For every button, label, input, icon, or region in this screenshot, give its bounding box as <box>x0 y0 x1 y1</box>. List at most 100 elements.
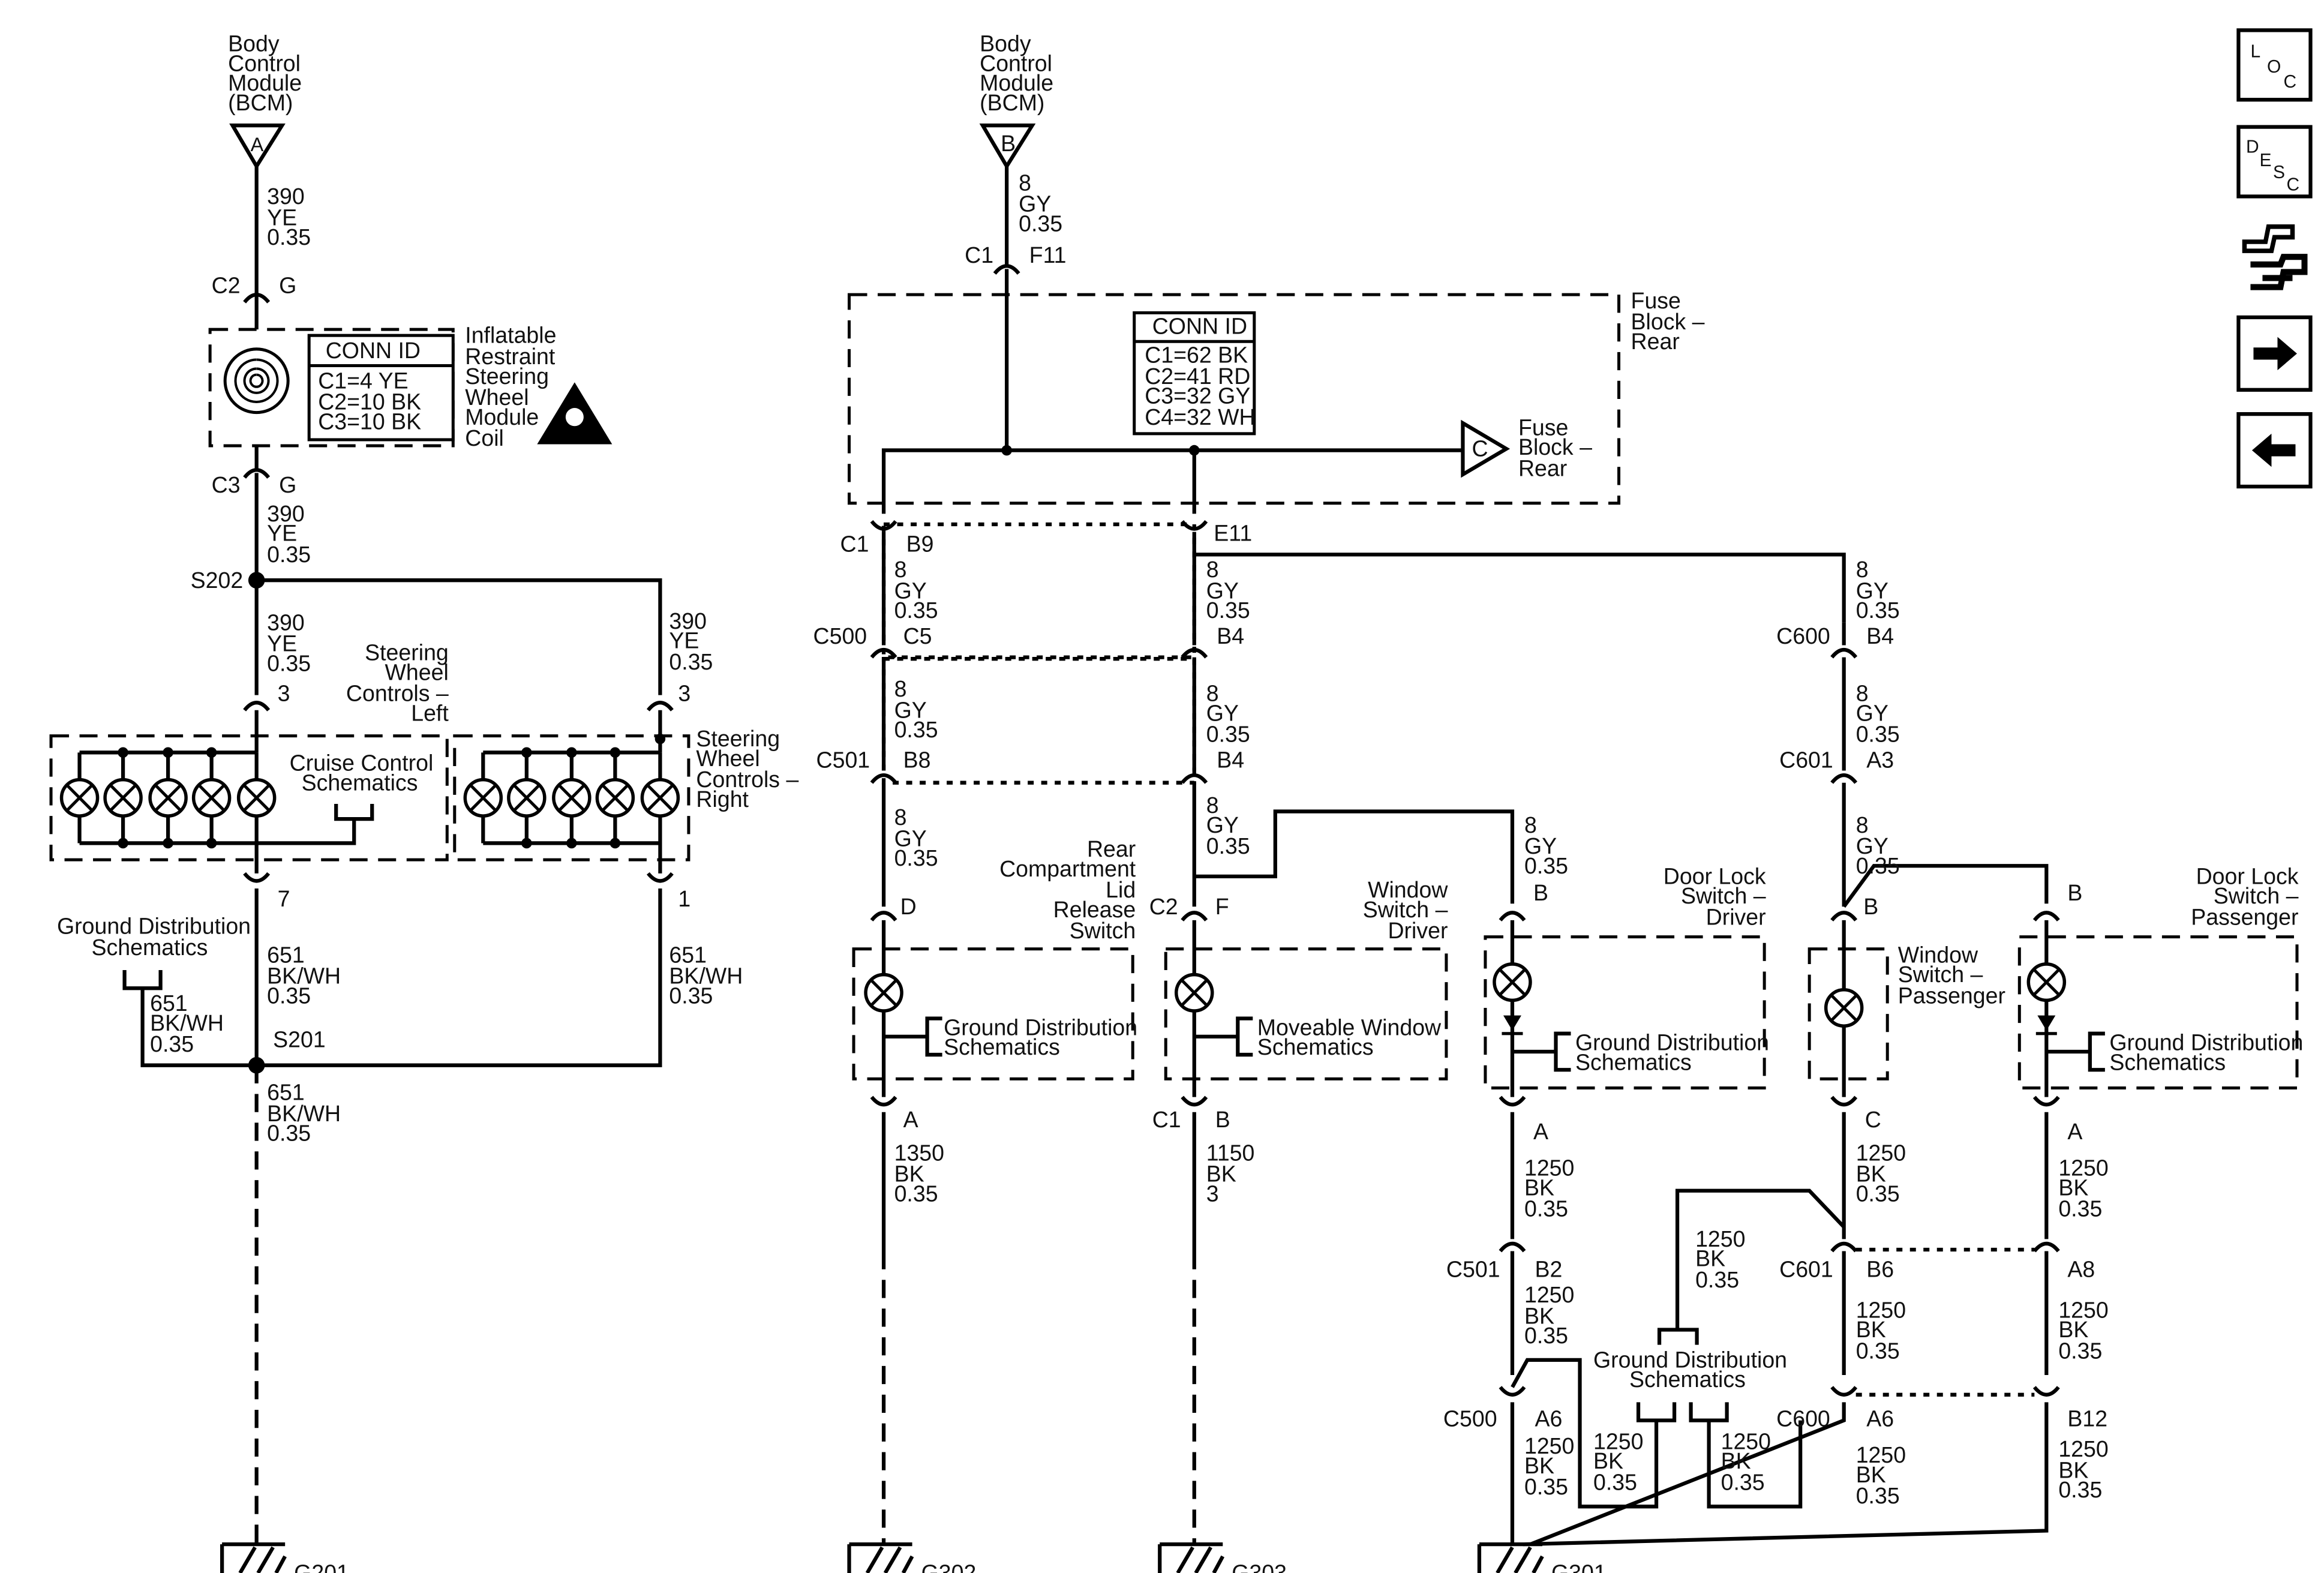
label-rcl-4: Release <box>1053 897 1136 922</box>
label-w1250c-2: BK <box>2058 1175 2088 1200</box>
label-e11: E11 <box>1214 521 1252 546</box>
label-w651b-3: 0.35 <box>267 983 311 1008</box>
label-c1b: C1 <box>1152 1107 1181 1132</box>
label-g201: G201 <box>294 1560 349 1573</box>
label-s202: S202 <box>191 568 244 593</box>
label-w8h-2: GY <box>894 825 927 851</box>
label-swcl-4: Left <box>411 700 449 725</box>
label-a3: A3 <box>1866 747 1894 772</box>
label-w390b-3: 0.35 <box>267 542 311 567</box>
label-w1150-1: 1150 <box>1206 1140 1255 1165</box>
label-rcl-5: Switch <box>1070 918 1136 943</box>
label-connid2-3: C3=32 GY <box>1145 383 1250 408</box>
label-dlsd-3: Driver <box>1706 904 1766 929</box>
label-c1top: C1 <box>965 242 993 268</box>
label-wsp-1: Window <box>1898 942 1978 967</box>
clockspring-coil-icon <box>234 358 279 403</box>
label-w651a-2: BK/WH <box>150 1010 224 1035</box>
label-w390b-2: YE <box>267 521 297 546</box>
label-w1250h-2: BK <box>1524 1453 1554 1478</box>
label-fbc-1: Fuse <box>1518 415 1568 440</box>
window-switch-passenger-box <box>1807 947 1889 1080</box>
label-w8i-2: GY <box>1206 812 1239 837</box>
label-bcmA-pin: A <box>251 133 264 155</box>
label-w8j-2: GY <box>1524 833 1557 858</box>
label-pinC: C <box>1865 1107 1881 1132</box>
label-w8a-1: 8 <box>1019 170 1031 195</box>
label-mws-2: Schematics <box>1257 1034 1374 1059</box>
label-gdsA-2: Schematics <box>92 935 208 960</box>
label-w1250g-3: 0.35 <box>2058 1338 2102 1363</box>
next-page-button[interactable] <box>2236 315 2313 392</box>
label-w651c-3: 0.35 <box>669 983 713 1008</box>
label-dlsd-2: Switch – <box>1681 883 1766 908</box>
ground-g303-icon <box>1158 1542 1225 1573</box>
label-c1b9: C1 <box>840 531 869 556</box>
label-a6a: A6 <box>1535 1406 1562 1431</box>
label-cruise-1: Cruise Control <box>290 750 434 775</box>
desc-button[interactable]: D E S C <box>2236 125 2313 199</box>
label-w651a-1: 651 <box>150 990 188 1016</box>
label-pinB2: B <box>1215 1107 1230 1132</box>
label-wsp-2: Switch – <box>1898 962 1983 987</box>
label-mws-1: Moveable Window <box>1257 1014 1442 1040</box>
loc-button[interactable]: L O C <box>2236 28 2313 102</box>
label-connid1-1: C1=4 YE <box>318 368 408 393</box>
label-irs-3: Steering <box>465 364 549 389</box>
label-w1250k-1: 1250 <box>1856 1442 1906 1467</box>
label-fbc-2: Block – <box>1518 434 1592 460</box>
label-connid1-t: CONN ID <box>326 338 421 363</box>
label-w8i-1: 8 <box>1206 792 1219 818</box>
label-c3: C3 <box>212 472 241 497</box>
label-c601a: C601 <box>1779 747 1833 772</box>
label-pinA2: A <box>1533 1119 1549 1144</box>
label-w390c-2: YE <box>267 631 297 656</box>
label-fbr-3: Rear <box>1631 329 1680 354</box>
window-switch-driver-box <box>1164 947 1448 1080</box>
label-w651b-2: BK/WH <box>267 963 341 989</box>
label-bcmA-3: Module <box>228 70 302 95</box>
label-wsd-2: Switch – <box>1363 897 1448 922</box>
arrow-left-icon <box>2251 433 2296 467</box>
label-w1350-2: BK <box>894 1161 924 1187</box>
connector-view-button[interactable] <box>2242 224 2308 290</box>
label-pinA3: A <box>2067 1119 2083 1144</box>
label-swcr-3: Controls – <box>696 767 798 792</box>
label-cruise-2: Schematics <box>302 770 418 795</box>
label-w8f-2: GY <box>1206 700 1239 725</box>
label-irs-4: Wheel <box>465 385 529 410</box>
label-b8: B8 <box>903 747 931 772</box>
label-swcr-1: Steering <box>696 726 780 751</box>
label-b4b: B4 <box>1217 747 1244 772</box>
label-b12: B12 <box>2067 1406 2107 1431</box>
label-w1250l-2: BK <box>2058 1457 2088 1482</box>
label-w390c-1: 390 <box>267 610 305 635</box>
prev-page-button[interactable] <box>2236 412 2313 489</box>
label-rcl-3: Lid <box>1106 877 1136 902</box>
label-bcmB-2: Control <box>980 50 1052 76</box>
label-bcmB-pin: B <box>1001 131 1016 156</box>
label-gdsC-1: Ground Distribution <box>1575 1029 1769 1055</box>
label-w8d-2: GY <box>1856 578 1888 603</box>
connector-icon <box>2242 224 2308 290</box>
label-w8k-2: GY <box>1856 833 1888 858</box>
label-w390b-1: 390 <box>267 501 305 526</box>
label-w8i-3: 0.35 <box>1206 833 1250 858</box>
label-connid2-1: C1=62 BK <box>1145 342 1248 367</box>
label-fbc-pin: C <box>1472 436 1488 461</box>
label-w1250g-1: 1250 <box>2058 1297 2108 1322</box>
label-w1250d-3: 0.35 <box>1695 1267 1739 1292</box>
label-swcl-2: Wheel <box>385 659 449 685</box>
label-w651d-2: BK/WH <box>267 1101 341 1126</box>
label-w390d-3: 0.35 <box>669 649 713 674</box>
label-w8f-3: 0.35 <box>1206 722 1250 747</box>
label-rcl-2: Compartment <box>999 856 1136 881</box>
label-w8a-3: 0.35 <box>1019 211 1062 236</box>
label-w390d-2: YE <box>669 628 699 653</box>
label-dlsp-1: Door Lock <box>2196 863 2299 888</box>
label-w8h-1: 8 <box>894 804 907 830</box>
label-w1250a-2: BK <box>1524 1175 1554 1200</box>
label-w8g-3: 0.35 <box>1856 722 1900 747</box>
nav-button-letter: C <box>2283 72 2296 92</box>
